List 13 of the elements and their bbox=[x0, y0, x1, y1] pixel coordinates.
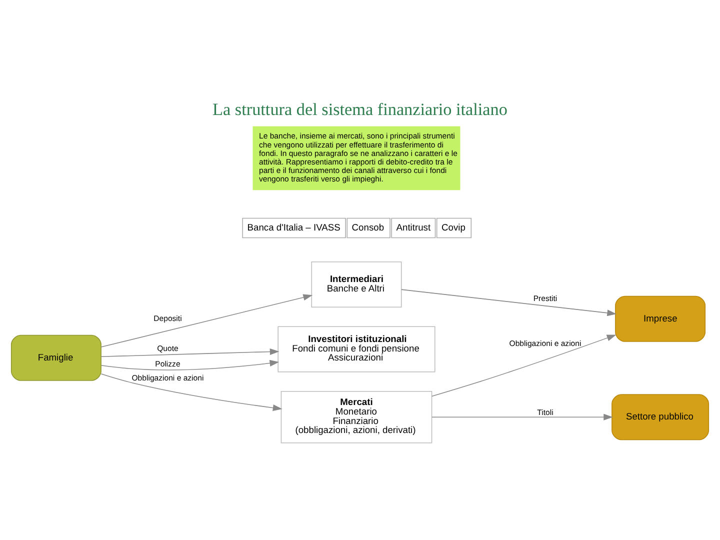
label: Le banche, insieme ai mercati, sono i principali strumenti che vengono utilizzati per effettuare il trasferimento di fondi. In questo paragrafo se ne analizzano i caratteri e le attività. Rappresentiamo i rapporti di debito-credito tra le parti e il funzionamento dei canali attraverso cui i fondi vengono trasferiti verso gli impieghi. bbox=[258, 131, 458, 184]
diagram-title: La struttura del sistema finanziario italiano bbox=[212, 99, 508, 118]
label: Banca d'Italia – IVASS bbox=[247, 222, 340, 232]
label: Covip bbox=[442, 222, 466, 232]
label: Consob bbox=[352, 222, 384, 232]
edge-label: Quote bbox=[157, 343, 178, 352]
edge-label: Obbligazioni e azioni bbox=[132, 372, 204, 382]
edge-label: Prestiti bbox=[533, 293, 558, 302]
edge-label: Polizze bbox=[155, 358, 180, 368]
edge-label: Obbligazioni e azioni bbox=[509, 338, 582, 348]
edge-label: Titoli bbox=[537, 407, 554, 416]
label: Antitrust bbox=[396, 222, 431, 232]
edge-label: Depositi bbox=[154, 314, 182, 323]
